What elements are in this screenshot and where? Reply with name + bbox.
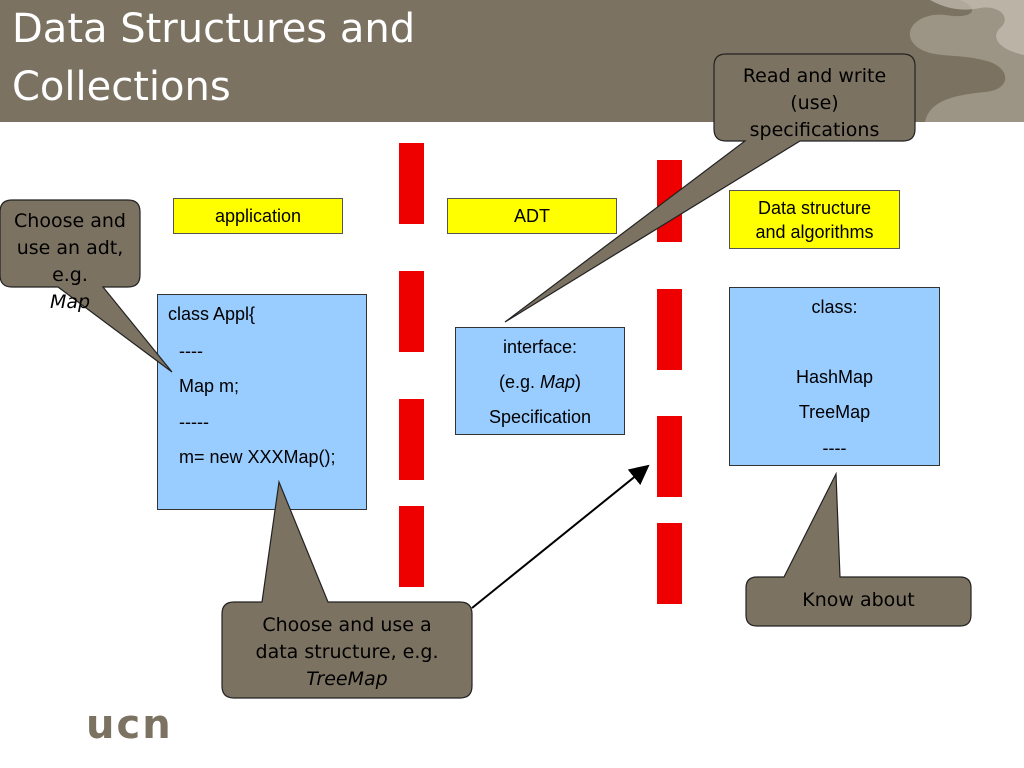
- callout-line: TreeMap: [222, 666, 472, 693]
- label-adt-text: ADT: [514, 206, 550, 226]
- label-ds-line-1: Data structure: [757, 197, 872, 218]
- callout-know-about-text: Know about: [746, 587, 971, 614]
- page-title: Data Structures and Collections: [12, 0, 415, 116]
- divider-segment: [399, 271, 424, 352]
- class-line: TreeMap: [798, 402, 871, 422]
- callout-line-italic: TreeMap: [306, 668, 388, 690]
- callout-line: e.g. Map: [0, 262, 140, 316]
- code-line: class Appl{: [168, 304, 256, 324]
- label-ds-line-2: and algorithms: [755, 221, 874, 242]
- title-line-1: Data Structures and: [12, 6, 416, 52]
- interface-box: interface: (e.g. Map) Specification: [455, 327, 625, 435]
- label-application: application: [173, 198, 343, 234]
- divider-segment: [657, 416, 682, 497]
- ucn-logo: ucn: [86, 702, 173, 748]
- class-line: ----: [822, 438, 847, 458]
- callout-choose-adt-text: Choose and use an adt, e.g. Map: [0, 208, 140, 316]
- callout-line-italic: Map: [49, 291, 91, 313]
- label-application-text: application: [214, 206, 302, 226]
- callout-read-write-text: Read and write (use) specifications: [714, 63, 915, 144]
- interface-line-1: interface:: [502, 337, 578, 357]
- interface-line-2-prefix: (e.g.: [498, 372, 540, 392]
- callout-line: (use): [790, 92, 839, 114]
- code-line: -----: [179, 412, 209, 432]
- divider-segment: [399, 143, 424, 224]
- interface-line-3: Specification: [488, 407, 592, 427]
- divider-segment: [399, 399, 424, 480]
- logo-text: ucn: [86, 702, 173, 748]
- implementation-class-box: class: HashMap TreeMap ----: [729, 287, 940, 466]
- callout-choose-ds-text: Choose and use a data structure, e.g. Tr…: [222, 612, 472, 693]
- title-line-2: Collections: [12, 64, 231, 110]
- callout-line: data structure, e.g.: [255, 641, 439, 663]
- interface-line-2-italic: Map: [540, 372, 576, 392]
- application-class-box: class Appl{ ---- Map m; ----- m= new XXX…: [157, 294, 367, 510]
- pointer-arrow: [471, 464, 650, 609]
- divider-segment: [399, 506, 424, 587]
- label-data-structure: Data structure and algorithms: [729, 190, 900, 249]
- header-decoration-icon: [850, 0, 1024, 122]
- divider-segment: [657, 160, 682, 242]
- code-line: Map m;: [179, 376, 240, 396]
- label-adt: ADT: [447, 198, 617, 234]
- callout-line-prefix: e.g.: [52, 264, 88, 286]
- interface-line-2: (e.g. Map): [456, 372, 624, 393]
- divider-segment: [657, 289, 682, 370]
- class-line: HashMap: [795, 367, 874, 387]
- code-line: ----: [179, 341, 203, 361]
- interface-line-2-suffix: ): [575, 372, 582, 392]
- divider-segment: [657, 523, 682, 604]
- code-line: m= new XXXMap();: [179, 447, 336, 467]
- class-line: class:: [811, 297, 858, 317]
- callout-line: Read and write: [742, 65, 887, 87]
- callout-line: use an adt,: [16, 237, 124, 259]
- callout-line: Choose and use a: [262, 614, 432, 636]
- callout-line: Know about: [802, 589, 915, 611]
- callout-line: specifications: [749, 119, 880, 141]
- callout-line: Choose and: [14, 210, 126, 232]
